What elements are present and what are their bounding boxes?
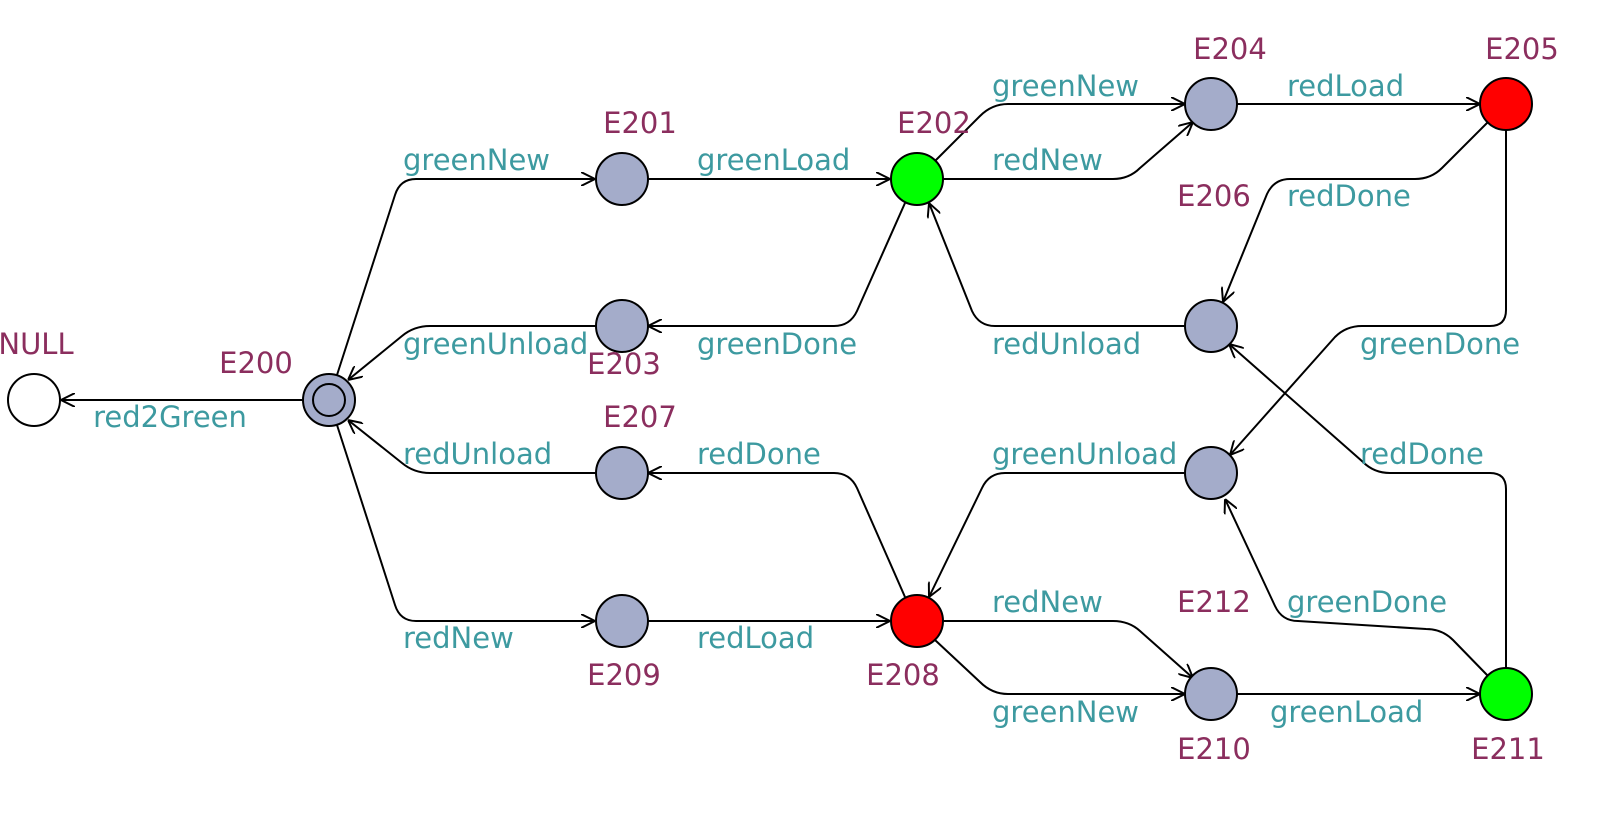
event-label: greenNew (403, 143, 550, 177)
event-label: greenLoad (697, 143, 850, 177)
transition-e202-e203 (648, 202, 906, 326)
transition-e200-e209 (336, 424, 595, 621)
transition-e208-e210 (943, 620, 1193, 678)
state-label-e202: E202 (897, 106, 971, 140)
initial-state-marker (312, 383, 346, 417)
event-label: redUnload (992, 327, 1141, 361)
event-label: redLoad (697, 621, 814, 655)
event-label: greenDone (1360, 327, 1520, 361)
event-label: redDone (1287, 179, 1411, 213)
state-e204 (1184, 77, 1238, 131)
event-label: red2Green (93, 400, 247, 434)
event-label: redUnload (403, 437, 552, 471)
state-label-null: NULL (0, 327, 74, 361)
state-e210 (1184, 667, 1238, 721)
event-label: greenNew (992, 69, 1139, 103)
event-label: greenUnload (403, 327, 588, 361)
transitions (61, 104, 1507, 694)
transition-e205-e206 (1223, 121, 1489, 302)
transition-e202-e204 (943, 122, 1193, 180)
transition-e212-e208 (929, 472, 1185, 597)
state-label-e206: E206 (1177, 179, 1251, 213)
state-label-e200: E200 (219, 346, 293, 380)
state-label-e210: E210 (1177, 732, 1251, 766)
event-label: redLoad (1287, 69, 1404, 103)
transition-e207-e200 (348, 420, 596, 474)
event-label: greenDone (697, 327, 857, 361)
transition-e211-e206 (1229, 344, 1507, 668)
transition-labels: red2Green greenNew greenLoad greenNew redNew… (93, 69, 1520, 729)
transition-e211-e212 (1225, 499, 1489, 677)
state-e206 (1184, 299, 1238, 353)
transition-e200-e201 (336, 179, 595, 376)
state-label-e201: E201 (603, 106, 677, 140)
transition-e202-e204 (934, 104, 1185, 162)
state-e202 (890, 152, 944, 206)
state-label-e207: E207 (603, 400, 677, 434)
state-null (7, 373, 61, 427)
event-label: greenNew (992, 695, 1139, 729)
event-label: redNew (403, 621, 514, 655)
state-e205 (1479, 77, 1533, 131)
state-label-e203: E203 (587, 347, 661, 381)
states (7, 77, 1533, 721)
state-label-e209: E209 (587, 658, 661, 692)
state-e212 (1184, 446, 1238, 500)
event-label: redNew (992, 143, 1103, 177)
state-e209 (595, 594, 649, 648)
state-e207 (595, 446, 649, 500)
state-label-e208: E208 (866, 658, 940, 692)
state-e211 (1479, 667, 1533, 721)
state-label-e205: E205 (1485, 32, 1559, 66)
state-e208 (890, 594, 944, 648)
transition-e203-e200 (348, 325, 596, 380)
event-label: greenLoad (1270, 695, 1423, 729)
state-label-e211: E211 (1471, 732, 1545, 766)
transition-e206-e202 (929, 203, 1185, 327)
transition-e208-e210 (934, 639, 1185, 694)
state-e201 (595, 152, 649, 206)
transition-e208-e207 (648, 473, 906, 598)
event-label: redDone (1360, 437, 1484, 471)
event-label: redDone (697, 437, 821, 471)
state-label-e212: E212 (1177, 585, 1251, 619)
event-label: redNew (992, 585, 1103, 619)
state-label-e204: E204 (1193, 32, 1267, 66)
state-e203 (595, 299, 649, 353)
event-label: greenUnload (992, 437, 1177, 471)
event-label: greenDone (1287, 585, 1447, 619)
transition-e205-e212 (1230, 130, 1507, 455)
